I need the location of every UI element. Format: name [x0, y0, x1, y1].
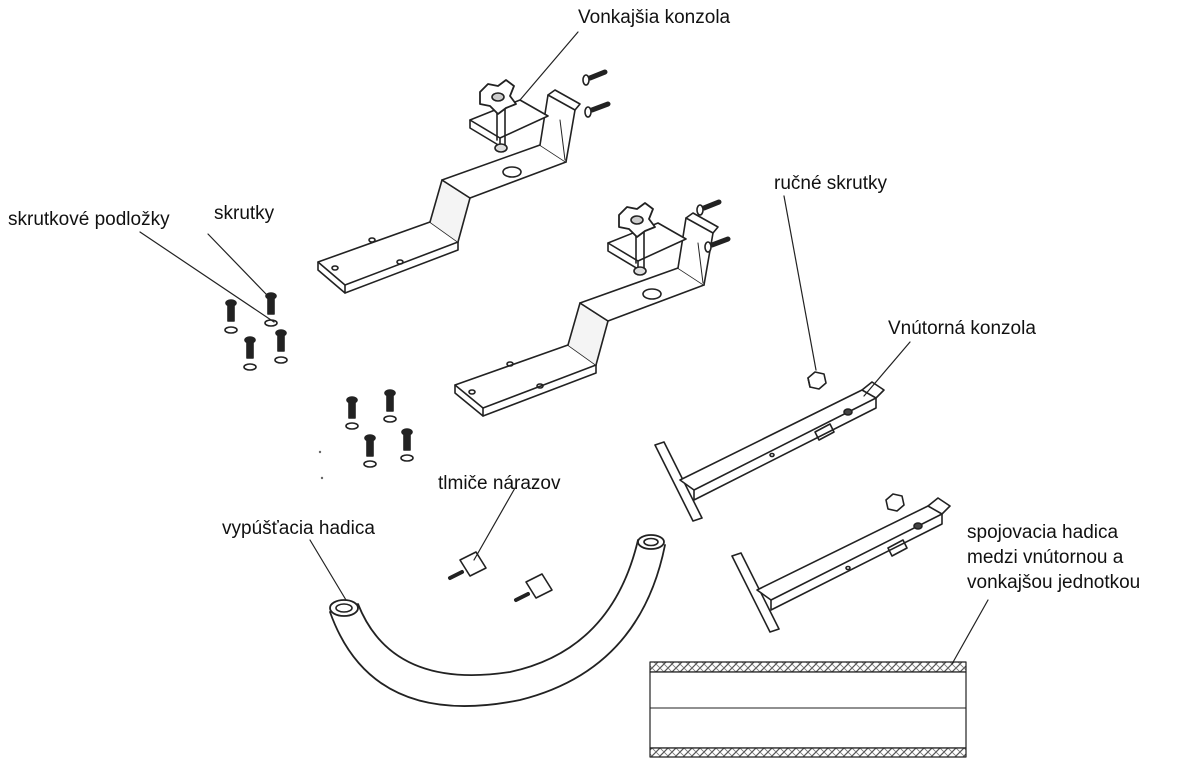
- bolt-icon: [346, 396, 358, 419]
- star-knob-icon: [618, 202, 656, 238]
- label-screws: skrutky: [214, 203, 275, 224]
- bolt-icon: [244, 336, 256, 359]
- screw-set-left: [224, 292, 288, 371]
- bolt-icon: [275, 329, 287, 352]
- hex-nut-icon: [807, 371, 827, 390]
- outer-bracket-middle: [454, 212, 719, 417]
- inner-bracket-bottom: [731, 497, 951, 633]
- outer-bracket-top: [317, 89, 581, 294]
- star-knob-icon: [479, 79, 517, 115]
- hex-nut-icon: [885, 493, 905, 512]
- drain-hose: [329, 534, 666, 707]
- label-drain-hose: vypúšťacia hadica: [222, 518, 375, 539]
- shock-absorber-icon: [448, 551, 487, 580]
- inner-bracket-top: [654, 381, 885, 522]
- label-hand-screws: ručné skrutky: [774, 173, 887, 194]
- bolt-icon: [696, 199, 731, 253]
- leader-lines: [139, 31, 989, 665]
- bolt-icon: [401, 428, 413, 451]
- bolt-icon: [582, 69, 611, 118]
- label-screw-washers: skrutkové podložky: [8, 209, 170, 230]
- bolt-icon: [265, 292, 277, 315]
- stray-marks: [318, 450, 324, 480]
- bolt-icon: [384, 389, 396, 412]
- screw-set-middle: [345, 389, 414, 468]
- label-connecting-hose: spojovacia hadica medzi vnútornou a vonk…: [967, 522, 1141, 593]
- bolt-icon: [225, 299, 237, 322]
- label-shock-absorbers: tlmiče nárazov: [438, 473, 561, 494]
- shock-absorber-icon: [514, 573, 553, 602]
- label-inner-bracket: Vnútorná konzola: [888, 318, 1036, 339]
- connecting-hose: [649, 661, 967, 758]
- bolt-icon: [364, 434, 376, 457]
- washer-icon: [345, 415, 414, 468]
- label-outer-bracket: Vonkajšia konzola: [578, 7, 731, 28]
